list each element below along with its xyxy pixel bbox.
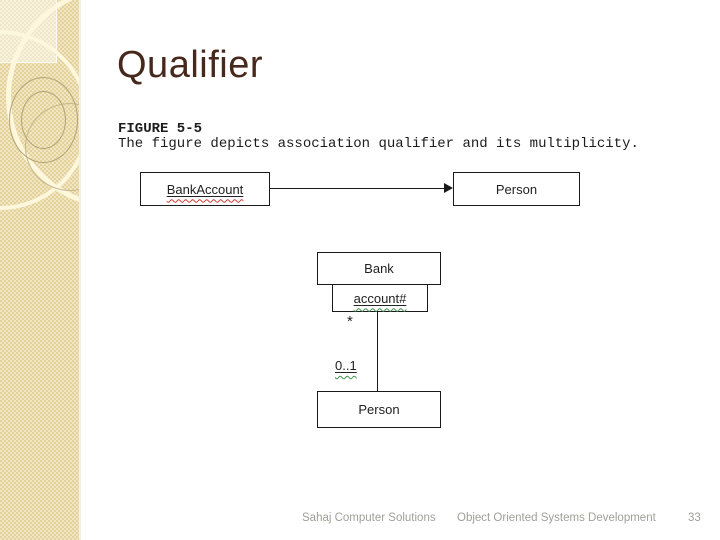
qualifier-association-line xyxy=(377,311,378,391)
uml-class-bank-label: Bank xyxy=(364,261,394,276)
sidebar-decoration xyxy=(0,0,81,540)
uml-class-person-bottom-label: Person xyxy=(358,402,400,417)
footer-page-number: 33 xyxy=(688,512,701,524)
uml-class-bankaccount: BankAccount xyxy=(140,172,270,206)
uml-qualifier-account: account# xyxy=(332,284,428,312)
figure-label: FIGURE 5-5 xyxy=(118,121,203,137)
multiplicity-range: 0..1 xyxy=(335,358,357,373)
association-line xyxy=(270,188,445,189)
uml-class-person-top: Person xyxy=(453,172,580,206)
uml-class-bank: Bank xyxy=(317,252,441,285)
uml-class-bankaccount-label: BankAccount xyxy=(166,181,244,197)
sidebar-ring-icon xyxy=(9,77,78,163)
uml-class-person-bottom: Person xyxy=(317,391,441,428)
uml-class-person-top-label: Person xyxy=(495,181,538,197)
slide-title: Qualifier xyxy=(117,44,263,86)
multiplicity-star: * xyxy=(347,313,353,330)
footer-company: Sahaj Computer Solutions xyxy=(302,512,436,524)
footer-course: Object Oriented Systems Development xyxy=(457,512,656,524)
arrowhead-icon xyxy=(444,183,453,193)
multiplicity-range-label: 0..1 xyxy=(335,358,357,373)
sidebar-ring-icon xyxy=(21,91,66,149)
uml-qualifier-account-label: account# xyxy=(353,290,407,306)
figure-caption: The figure depicts association qualifier… xyxy=(118,136,639,152)
